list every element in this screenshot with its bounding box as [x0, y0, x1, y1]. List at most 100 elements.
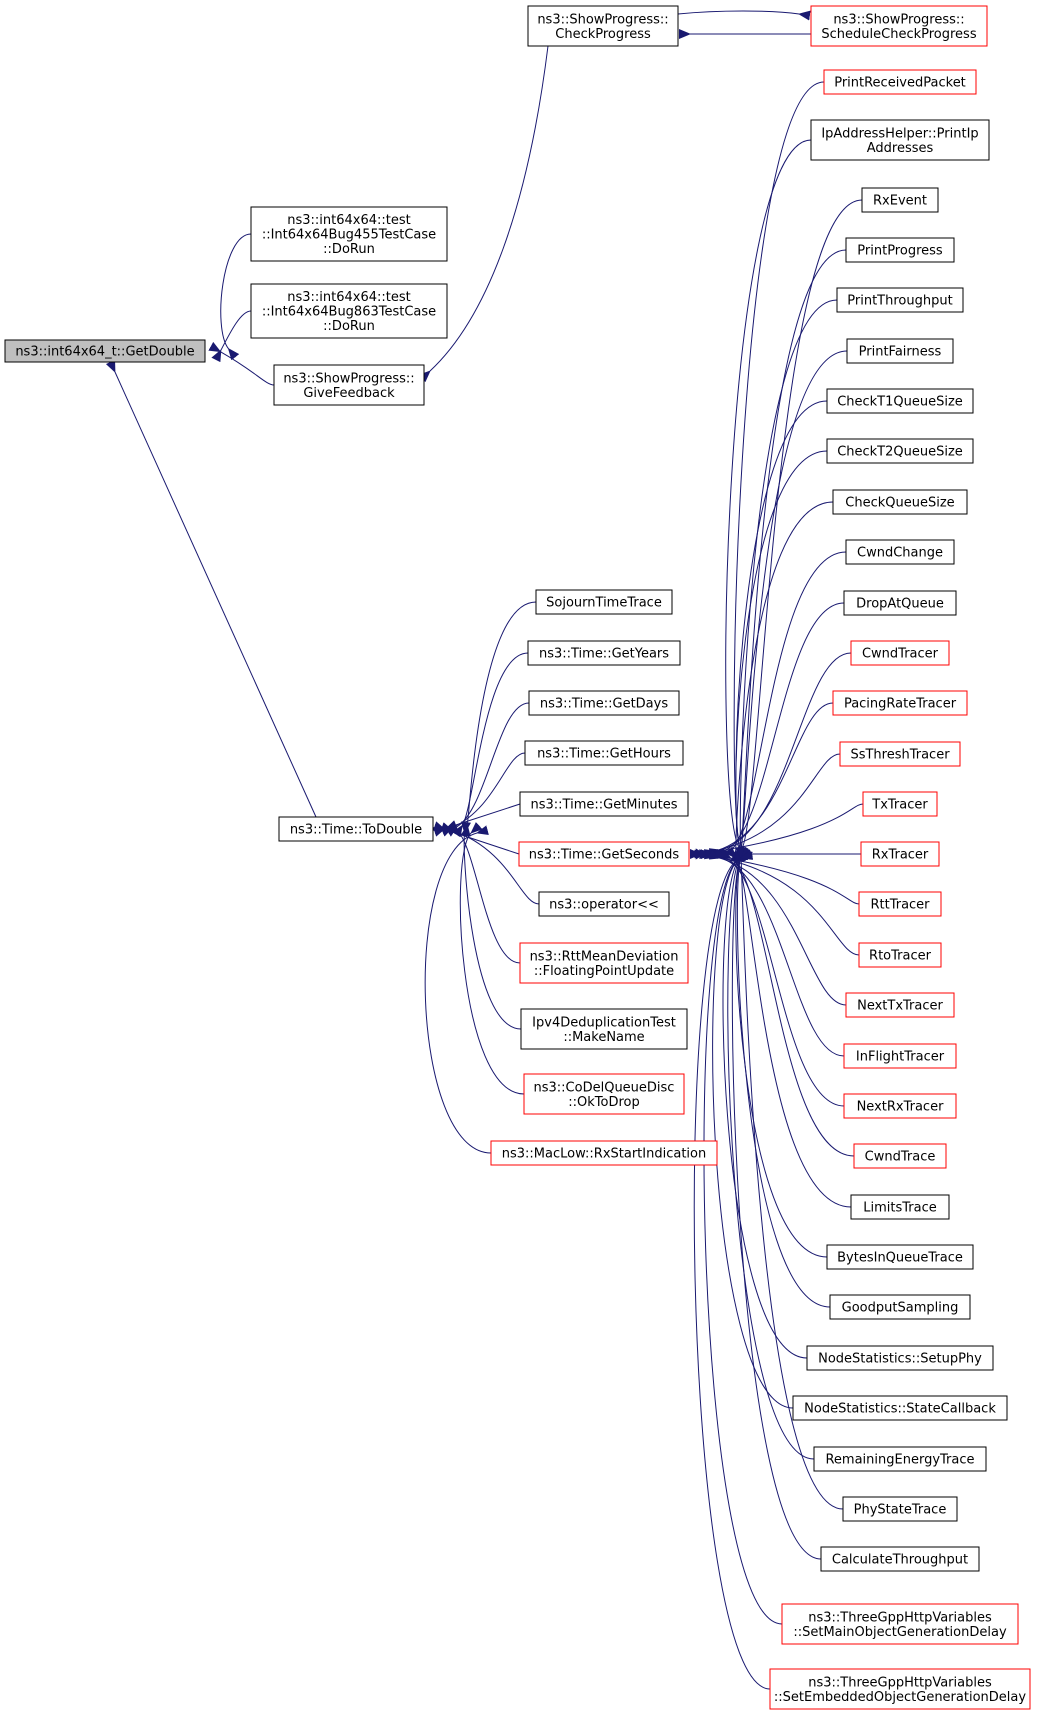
edge-r_calcthr-to-getseconds: [731, 846, 822, 1560]
node-label: ns3::int64x64_t::GetDouble: [15, 345, 194, 360]
node-r_rx[interactable]: RxTracer: [860, 841, 940, 867]
node-r_ssthresh[interactable]: SsThreshTracer: [839, 741, 961, 767]
node-label: CheckQueueSize: [845, 496, 954, 511]
edge-bug455-to-root: [220, 233, 252, 361]
node-r_goodput[interactable]: GoodputSampling: [829, 1294, 971, 1320]
node-r_printfair[interactable]: PrintFairness: [846, 338, 954, 364]
node-r_dropq[interactable]: DropAtQueue: [843, 590, 957, 616]
edge-getyears-to-todouble: [452, 652, 529, 838]
edge-r_inflight-to-getseconds: [708, 849, 845, 1057]
node-schedcheck[interactable]: ns3::ShowProgress::ScheduleCheckProgress: [810, 5, 988, 47]
node-r_rxevent[interactable]: RxEvent: [861, 187, 939, 213]
node-r_cwndchange[interactable]: CwndChange: [845, 539, 955, 565]
node-r_inflight[interactable]: InFlightTracer: [843, 1043, 957, 1069]
node-r_nextrx[interactable]: NextRxTracer: [843, 1093, 957, 1119]
node-sojourn[interactable]: SojournTimeTrace: [535, 589, 673, 615]
node-box: [826, 388, 974, 414]
node-ipv4dedup[interactable]: Ipv4DeduplicationTest::MakeName: [520, 1008, 688, 1050]
node-box: [820, 1546, 980, 1572]
node-r_nexttx[interactable]: NextTxTracer: [845, 992, 955, 1018]
node-label: BytesInQueueTrace: [837, 1251, 963, 1266]
node-r_t2[interactable]: CheckT2QueueSize: [826, 438, 974, 464]
node-label: NextRxTracer: [857, 1100, 944, 1115]
edge-checkprog-to-givefb: [418, 45, 549, 383]
node-r_rtt[interactable]: RttTracer: [858, 891, 942, 917]
node-box: [813, 1446, 987, 1472]
node-getseconds[interactable]: ns3::Time::GetSeconds: [518, 841, 690, 867]
node-bug863[interactable]: ns3::int64x64::test::Int64x64Bug863TestC…: [250, 283, 448, 339]
edge-r_cwndtrace-to-getseconds: [718, 848, 855, 1157]
node-label: ::OkToDrop: [568, 1095, 639, 1110]
edge-r_printfair-to-getseconds: [733, 350, 848, 862]
node-label: ns3::Time::GetYears: [539, 647, 669, 662]
node-r_remen[interactable]: RemainingEnergyTrace: [813, 1446, 987, 1472]
node-r_printrx[interactable]: PrintReceivedPacket: [823, 69, 977, 95]
node-getyears[interactable]: ns3::Time::GetYears: [527, 640, 681, 666]
node-getminutes[interactable]: ns3::Time::GetMinutes: [519, 791, 689, 817]
node-r_printthr[interactable]: PrintThroughput: [836, 287, 964, 313]
node-r_limits[interactable]: LimitsTrace: [850, 1194, 950, 1220]
node-r_rto[interactable]: RtoTracer: [858, 942, 942, 968]
node-box: [524, 740, 684, 766]
edge-operator-to-todouble: [440, 822, 540, 905]
node-label: CheckT2QueueSize: [837, 445, 963, 460]
node-operator[interactable]: ns3::operator<<: [538, 891, 670, 917]
node-label: ::DoRun: [323, 319, 375, 334]
node-box: [519, 791, 689, 817]
node-r_setemb[interactable]: ns3::ThreeGppHttpVariables::SetEmbeddedO…: [769, 1668, 1031, 1710]
node-box: [538, 891, 670, 917]
node-todouble[interactable]: ns3::Time::ToDouble: [278, 816, 434, 842]
node-r_cqs[interactable]: CheckQueueSize: [832, 489, 968, 515]
edge-r_setupphy-to-getseconds: [722, 848, 808, 1359]
node-getdays[interactable]: ns3::Time::GetDays: [528, 690, 680, 716]
node-r_printprog[interactable]: PrintProgress: [845, 237, 955, 263]
node-label: PrintProgress: [857, 244, 943, 259]
node-gethours[interactable]: ns3::Time::GetHours: [524, 740, 684, 766]
node-bug455[interactable]: ns3::int64x64::test::Int64x64Bug455TestC…: [250, 206, 448, 262]
node-label: RtoTracer: [869, 949, 932, 964]
node-givefb[interactable]: ns3::ShowProgress::GiveFeedback: [273, 364, 425, 406]
node-box: [535, 589, 673, 615]
node-box: [845, 237, 955, 263]
node-box: [845, 539, 955, 565]
node-label: NextTxTracer: [857, 999, 943, 1014]
node-maclow[interactable]: ns3::MacLow::RxStartIndication: [490, 1140, 718, 1166]
node-box: [832, 690, 968, 716]
edge-r_printthr-to-getseconds: [738, 299, 838, 862]
edge-r_setemb-to-getseconds: [693, 850, 771, 1690]
node-r_cwndtrace[interactable]: CwndTrace: [853, 1143, 947, 1169]
node-r_statecb[interactable]: NodeStatistics::StateCallback: [792, 1395, 1008, 1421]
node-box: [839, 741, 961, 767]
node-r_tx[interactable]: TxTracer: [862, 791, 938, 817]
node-r_calcthr[interactable]: CalculateThroughput: [820, 1546, 980, 1572]
node-box: [527, 640, 681, 666]
node-r_t1[interactable]: CheckT1QueueSize: [826, 388, 974, 414]
edge-r_dropq-to-getseconds: [713, 602, 845, 859]
node-box: [278, 816, 434, 842]
node-r_setupphy[interactable]: NodeStatistics::SetupPhy: [806, 1345, 994, 1371]
node-box: [826, 1244, 974, 1270]
node-r_cwndtracer[interactable]: CwndTracer: [850, 640, 950, 666]
node-r_bytesinq[interactable]: BytesInQueueTrace: [826, 1244, 974, 1270]
edge-r_ipaddr-to-getseconds: [725, 139, 812, 861]
edge-r_rtt-to-getseconds: [694, 848, 860, 905]
node-root[interactable]: ns3::int64x64_t::GetDouble: [4, 339, 206, 363]
node-box: [823, 69, 977, 95]
node-label: PacingRateTracer: [844, 697, 957, 712]
node-checkprog[interactable]: ns3::ShowProgress::CheckProgress: [527, 5, 679, 47]
node-box: [520, 1008, 688, 1050]
node-label: CalculateThroughput: [832, 1553, 968, 1568]
edge-todouble-to-root: [105, 359, 317, 818]
edge-r_limits-to-getseconds: [724, 846, 852, 1208]
node-r_pacing[interactable]: PacingRateTracer: [832, 690, 968, 716]
node-label: ::SetEmbeddedObjectGenerationDelay: [774, 1690, 1026, 1705]
edge-r_ssthresh-to-getseconds: [699, 753, 841, 860]
node-r_setmain[interactable]: ns3::ThreeGppHttpVariables::SetMainObjec…: [781, 1603, 1019, 1645]
node-r_phystate[interactable]: PhyStateTrace: [842, 1496, 958, 1522]
node-rttmean[interactable]: ns3::RttMeanDeviation::FloatingPointUpda…: [519, 942, 689, 984]
node-label: ns3::operator<<: [549, 898, 659, 913]
node-label: ns3::Time::GetSeconds: [529, 848, 680, 863]
node-codel[interactable]: ns3::CoDelQueueDisc::OkToDrop: [523, 1073, 685, 1115]
